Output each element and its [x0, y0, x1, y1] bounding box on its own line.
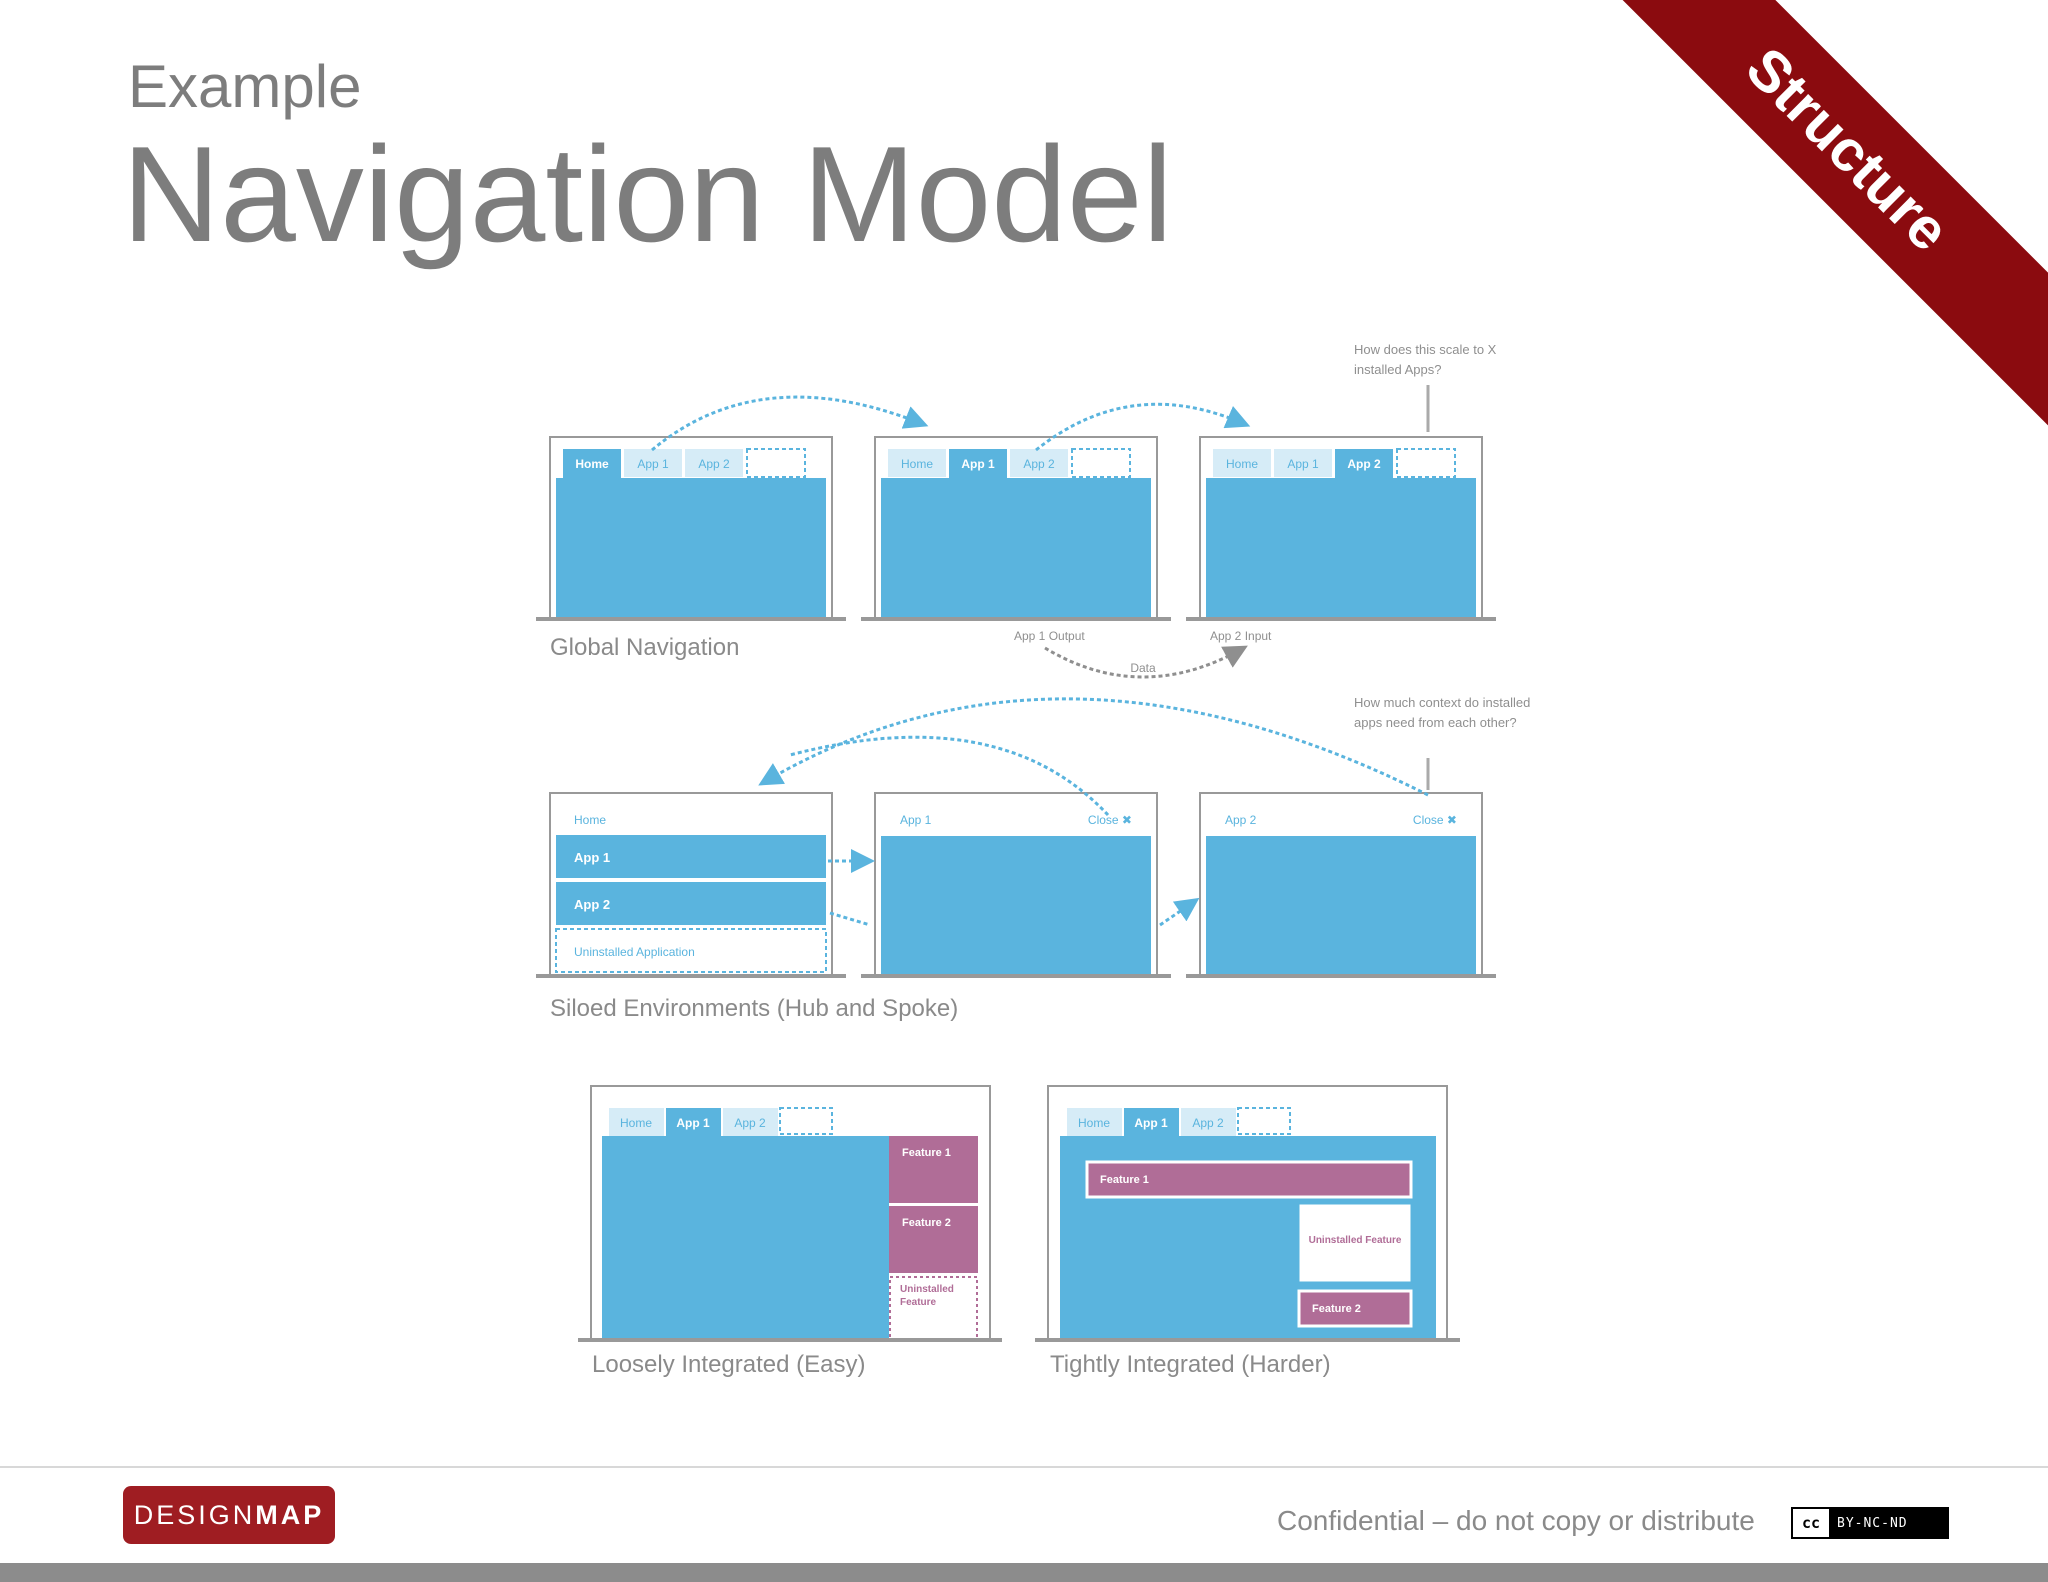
siloed-hub-panel: Home App 1 App 2 Uninstalled Application: [536, 792, 846, 978]
tab-label-app2: App 2: [698, 457, 730, 471]
tight-feature-1: [1085, 1160, 1413, 1199]
loose-label: Loosely Integrated (Easy): [592, 1351, 865, 1378]
hub-uninstalled-label: Uninstalled Application: [574, 945, 695, 959]
tight-uninstalled-label: Uninstalled Feature: [1309, 1235, 1402, 1246]
loose-feature-2: [889, 1206, 978, 1273]
tab-label-home: Home: [575, 457, 609, 471]
tight-feature-2: [1297, 1289, 1413, 1328]
siloed-app2-panel: App 2 Close ✖: [1186, 792, 1496, 978]
loose-panel: Home App 1 App 2 Feature 1 Feature 2 Uni…: [578, 1085, 1002, 1342]
loose-feature-1-label: Feature 1: [902, 1147, 951, 1159]
hub-item-app1: [556, 835, 826, 878]
license-text: BY-NC-ND: [1837, 1515, 1908, 1531]
arrow-app2-to-panel3: [1035, 402, 1251, 452]
siloed-label: Siloed Environments (Hub and Spoke): [550, 995, 958, 1022]
tight-feature-2-label: Feature 2: [1312, 1303, 1361, 1315]
siloed-app1-panel: App 1 Close ✖: [861, 792, 1171, 978]
tab-label-home: Home: [901, 457, 933, 471]
hub-item-app1-label: App 1: [574, 850, 610, 865]
footer-divider: [0, 1466, 2048, 1468]
bottom-bar: [0, 1563, 2048, 1582]
logo-text-bold: MAP: [255, 1499, 325, 1530]
hub-item-app2-label: App 2: [574, 897, 610, 912]
tab-label-home: Home: [1078, 1116, 1110, 1130]
tab-app2: [685, 449, 743, 477]
arrow-close-to-hub-long: [758, 697, 1429, 797]
loose-feature-1: [889, 1136, 978, 1203]
tab-label-app1: App 1: [961, 457, 995, 471]
cc-icon: cc: [1793, 1509, 1829, 1537]
tab-label-app1: App 1: [1287, 457, 1319, 471]
tab-home-active: [563, 449, 621, 479]
confidential-notice: Confidential – do not copy or distribute: [1277, 1505, 1755, 1536]
hub-item-uninstalled: [555, 928, 827, 973]
cc-license-badge: cc BY-NC-ND: [1791, 1507, 1949, 1539]
tight-uninstalled-feature: [1298, 1203, 1412, 1283]
tab-label-app2: App 2: [734, 1116, 766, 1130]
hub-home-label: Home: [574, 813, 606, 827]
tab-label-app2: App 2: [1023, 457, 1055, 471]
tab-placeholder: [746, 448, 806, 478]
data-flow-arrow: [1044, 645, 1248, 679]
arrow-close-app1-to-hub: [789, 735, 1110, 817]
navigation-model-diagram: Home App 1 App 2 Home App 1 App 2 Home A…: [536, 342, 1531, 1378]
tab-app1: [624, 449, 682, 477]
loose-uninstalled-label: Uninstalled Feature: [900, 1284, 954, 1308]
app2-input-label: App 2 Input: [1210, 629, 1272, 643]
global-nav-panel-2: Home App 1 App 2: [861, 436, 1171, 621]
siloed-app1-title: App 1: [900, 813, 932, 827]
tab-label-home: Home: [620, 1116, 652, 1130]
kicker-label: Example: [128, 53, 362, 120]
global-note-text: How does this scale to X installed Apps?: [1354, 342, 1497, 377]
global-nav-panel-3: Home App 1 App 2: [1186, 436, 1496, 621]
global-nav-label: Global Navigation: [550, 634, 739, 661]
data-label: Data: [1130, 661, 1156, 675]
tab-label-app2: App 2: [1347, 457, 1381, 471]
tight-feature-1-label: Feature 1: [1100, 1174, 1149, 1186]
page-title: Navigation Model: [122, 118, 1173, 270]
global-nav-panel-1: Home App 1 App 2: [536, 436, 846, 621]
arrow-app1-to-app2: [1159, 897, 1200, 927]
tab-label-app2: App 2: [1192, 1116, 1224, 1130]
tab-label-app1: App 1: [676, 1116, 710, 1130]
loose-feature-2-label: Feature 2: [902, 1217, 951, 1229]
tab-label-app1: App 1: [1134, 1116, 1168, 1130]
tab-label-app1: App 1: [637, 457, 669, 471]
arrow-hub-app2-flow: [829, 911, 871, 927]
siloed-note-text: How much context do installed apps need …: [1354, 695, 1531, 730]
tight-panel: Home App 1 App 2 Feature 1 Uninstalled F…: [1035, 1085, 1460, 1342]
siloed-app2-close: Close ✖: [1413, 813, 1457, 827]
tab-label-home: Home: [1226, 457, 1258, 471]
siloed-app2-title: App 2: [1225, 813, 1257, 827]
logo-text-light: DESIGN: [133, 1499, 256, 1530]
hub-item-app2: [556, 882, 826, 925]
arrow-app1-to-panel2: [651, 395, 929, 452]
siloed-app1-close: Close ✖: [1088, 813, 1132, 827]
tight-label: Tightly Integrated (Harder): [1050, 1351, 1331, 1378]
app1-output-label: App 1 Output: [1014, 629, 1085, 643]
